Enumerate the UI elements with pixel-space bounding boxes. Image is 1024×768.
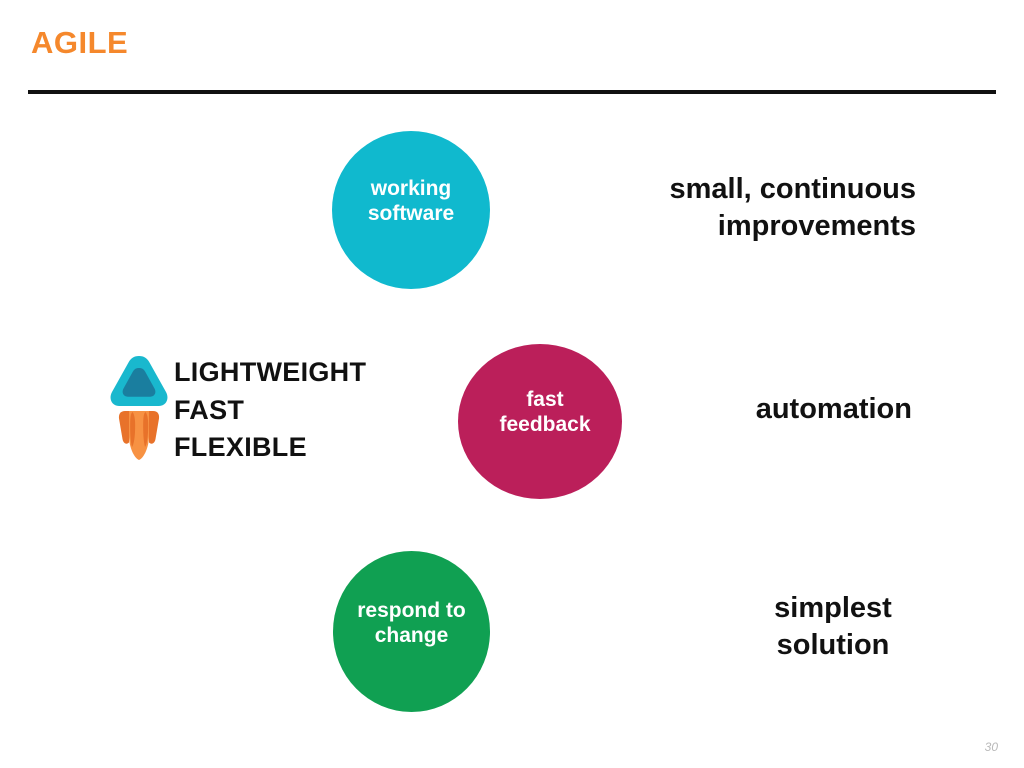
- bubble-working-software-label: working software: [367, 177, 455, 226]
- bubble-working-software: working software: [332, 131, 490, 289]
- rocket-flame-right: [149, 411, 160, 444]
- rocket-flame-crease-left: [130, 412, 136, 447]
- phrase-automation: automation: [755, 393, 912, 425]
- title-divider: [28, 90, 996, 94]
- page-number: 30: [984, 740, 998, 754]
- bubble-respond-to-change-label: respond to change: [357, 599, 466, 648]
- page-title: AGILE: [31, 25, 129, 60]
- feature-keyword-list: LIGHTWEIGHT FAST FLEXIBLE: [174, 357, 367, 463]
- phrase-simplest-solution: simplest solution: [774, 592, 892, 662]
- rocket-flame-left: [118, 411, 129, 444]
- bubble-fast-feedback-label: fast feedback: [499, 388, 591, 437]
- rocket-flame-crease-right: [143, 412, 149, 447]
- rocket-icon: [110, 356, 168, 460]
- phrase-small-continuous-improvements: small, continuous improvements: [669, 173, 916, 243]
- bubble-respond-to-change: respond to change: [333, 551, 490, 712]
- bubble-fast-feedback: fast feedback: [458, 344, 622, 499]
- rocket-nose-inner: [122, 368, 156, 397]
